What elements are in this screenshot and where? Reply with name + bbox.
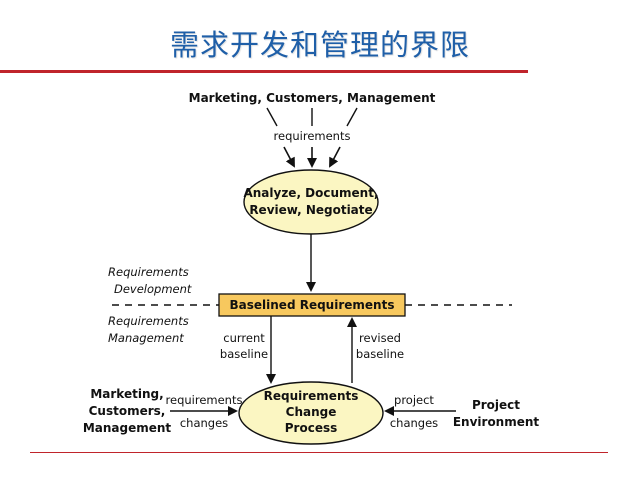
left-sources-line3: Management: [83, 421, 172, 435]
baselined-requirements-label: Baselined Requirements: [230, 298, 395, 312]
revised-baseline-line1: revised: [359, 331, 401, 345]
change-process-line3: Process: [285, 421, 338, 435]
top-requirements-label: requirements: [274, 129, 351, 143]
analyze-label-line1: Analyze, Document,: [243, 186, 378, 200]
project-changes-line1: project: [394, 393, 434, 407]
revised-baseline-line2: baseline: [356, 347, 404, 361]
mgmt-label-line2: Management: [108, 331, 184, 345]
requirements-changes-line2: changes: [180, 416, 228, 430]
left-sources-line2: Customers,: [89, 404, 166, 418]
slide-title: 需求开发和管理的界限: [169, 28, 470, 62]
analyze-ellipse: [243, 169, 379, 235]
dev-label-line2: Development: [114, 282, 192, 296]
current-baseline-line2: baseline: [220, 347, 268, 361]
top-source-lines: [266, 107, 358, 127]
change-process-line1: Requirements: [264, 389, 359, 403]
dev-label-line1: Requirements: [108, 265, 189, 279]
change-process-line2: Change: [286, 405, 337, 419]
title-underline: [0, 70, 528, 73]
current-baseline-line1: current: [223, 331, 265, 345]
mgmt-label-line1: Requirements: [108, 314, 189, 328]
project-environment-line1: Project: [472, 398, 520, 412]
top-sources-label: Marketing, Customers, Management: [189, 91, 436, 105]
top-requirement-arrows: [283, 146, 341, 168]
left-sources-line1: Marketing,: [90, 387, 163, 401]
footer-rule: [30, 452, 608, 453]
baselined-requirements-box: [218, 293, 406, 317]
analyze-label-line2: Review, Negotiate: [249, 203, 372, 217]
requirements-changes-line1: requirements: [166, 393, 243, 407]
project-changes-line2: changes: [390, 416, 438, 430]
project-environment-line2: Environment: [453, 415, 540, 429]
change-process-ellipse: [238, 381, 384, 445]
